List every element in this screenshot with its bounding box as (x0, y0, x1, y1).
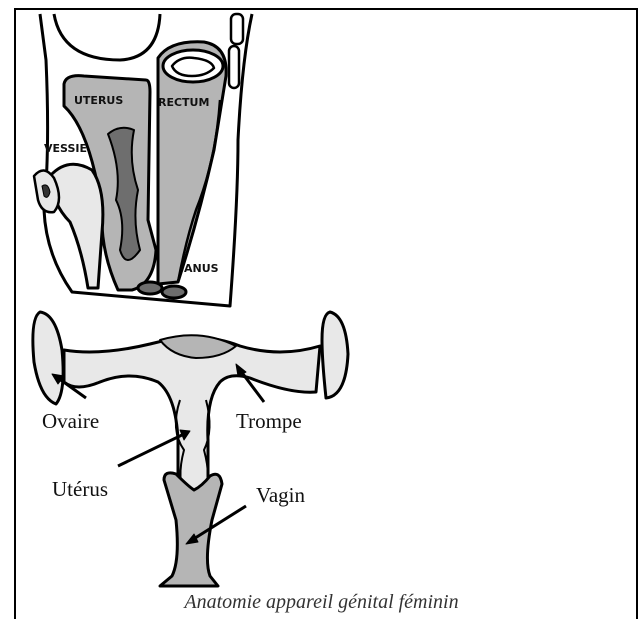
vagina-shape (160, 473, 222, 586)
label-uterus: UTERUS (74, 94, 123, 107)
label-trompe: Trompe (236, 409, 302, 433)
spine-segment-top (231, 14, 243, 44)
ovary-right (322, 312, 348, 398)
figure-caption: Anatomie appareil génital féminin (0, 591, 643, 614)
label-vagin: Vagin (256, 483, 305, 507)
label-vessie: VESSIE (44, 142, 87, 155)
sagittal-section: UTERUS RECTUM VESSIE ANUS (34, 14, 252, 306)
ovary-left (33, 312, 63, 404)
rectum-lumen-inner (172, 58, 214, 76)
arrows (52, 364, 264, 544)
label-anus: ANUS (184, 262, 219, 275)
perineum-blob-2 (162, 286, 186, 298)
perineum-blob-1 (138, 282, 162, 294)
label-uterus-frontal: Utérus (52, 477, 108, 501)
label-rectum: RECTUM (158, 96, 209, 109)
arrow-uterus (118, 434, 184, 466)
label-ovaire: Ovaire (42, 409, 99, 433)
spine-segment-mid (229, 46, 239, 88)
frontal-section: Ovaire Trompe Utérus Vagin (33, 312, 348, 586)
